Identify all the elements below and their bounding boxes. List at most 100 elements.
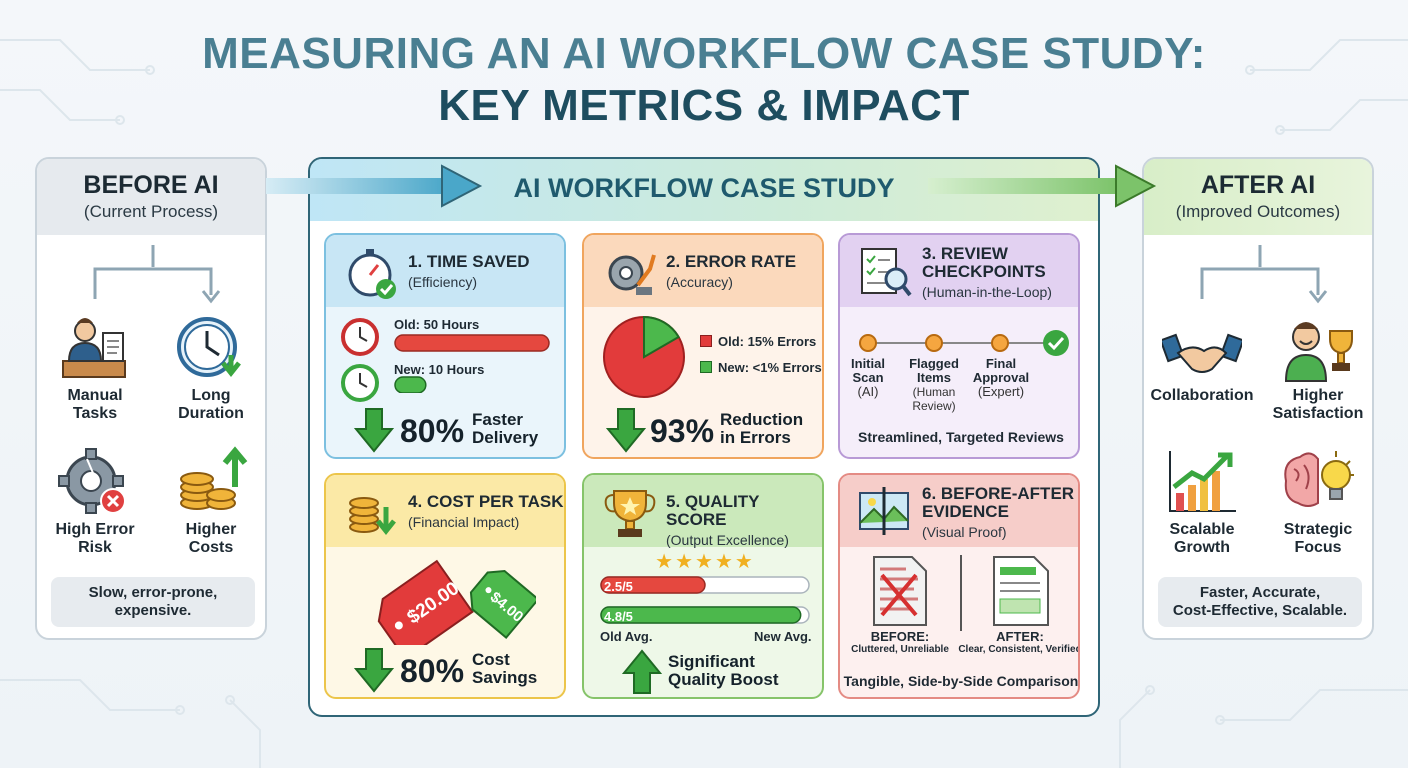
quality-old-score: 2.5/5 (604, 579, 633, 594)
before-item-label-3: High Error Risk (55, 521, 135, 556)
evidence-after-desc: Clear, Consistent, Verified (958, 644, 1080, 655)
quality-subtitle: (Output Excellence) (666, 532, 789, 548)
before-title: BEFORE AI (83, 171, 219, 199)
old-price-tag-icon: $20.00 (377, 559, 474, 645)
time-title: 1. TIME SAVED (408, 252, 530, 271)
quality-bars (600, 576, 810, 624)
card-quality-score: 5. QUALITY SCORE (Output Excellence) ★★★… (582, 473, 824, 699)
quality-old-bar (600, 576, 706, 594)
review-step-3: Final Approval (Expert) (968, 357, 1034, 399)
error-card-title: 2. ERROR RATE (Accuracy) (666, 253, 796, 291)
checklist-magnifier-icon (861, 248, 912, 297)
before-panel-header: BEFORE AI (Current Process) (37, 159, 265, 235)
strategic-focus-item: Strategic Focus (1260, 441, 1372, 557)
error-legend-new: New: <1% Errors (718, 360, 822, 375)
gear-robot-icon (608, 254, 656, 295)
time-bars (394, 334, 550, 393)
after-ai-panel: AFTER AI (Improved Outcomes) Collaborati… (1142, 157, 1374, 640)
error-title: 2. ERROR RATE (666, 252, 797, 271)
time-big-number: 80% (400, 413, 465, 449)
step-dot-3 (991, 334, 1009, 352)
cost-subtitle: (Financial Impact) (408, 514, 520, 530)
review-title: 3. REVIEW CHECKPOINTS (922, 244, 1046, 281)
time-new-label: New: 10 Hours (394, 362, 485, 377)
evidence-before-label: BEFORE: (870, 629, 930, 644)
growth-chart-icon (1169, 451, 1236, 512)
title-line-1: MEASURING AN AI WORKFLOW CASE STUDY: (202, 29, 1206, 78)
after-item-label-3: Scalable Growth (1169, 521, 1235, 556)
image-compare-icon (859, 487, 909, 535)
five-stars-icon: ★★★★★ (655, 551, 755, 573)
time-old-bar (394, 334, 550, 352)
time-subtitle: (Efficiency) (408, 274, 477, 290)
quality-new-label: New Avg. (754, 629, 812, 644)
step-dot-1 (859, 334, 877, 352)
time-card-title: 1. TIME SAVED (Efficiency) (408, 253, 530, 291)
card-error-rate: 2. ERROR RATE (Accuracy) Old: 15% Errors… (582, 233, 824, 459)
time-old-label: Old: 50 Hours (394, 317, 480, 332)
clock-icons (341, 318, 379, 402)
cost-card-title: 4. COST PER TASK (Financial Impact) (408, 493, 564, 531)
error-big-number: 93% (650, 413, 715, 449)
before-item-label-1: Manual Tasks (67, 387, 123, 422)
clean-document-icon (993, 556, 1049, 626)
case-study-title: AI WORKFLOW CASE STUDY (310, 159, 1098, 221)
cost-card-header: 4. COST PER TASK (Financial Impact) (326, 475, 564, 547)
coins-down-icon (349, 497, 396, 536)
step-1-name: Initial Scan (851, 356, 885, 385)
review-timeline (859, 330, 1069, 356)
price-tags: $20.00 $4.00 (377, 559, 536, 645)
time-big-text: Faster Delivery (472, 410, 539, 447)
trophy-icon (604, 490, 656, 537)
evidence-divider (960, 555, 962, 631)
coins-up-icon (180, 446, 248, 510)
quality-new-score: 4.8/5 (604, 609, 633, 624)
high-error-risk-item: High Error Risk (37, 441, 153, 557)
scalable-growth-item: Scalable Growth (1144, 441, 1260, 557)
person-trophy-icon (1284, 322, 1353, 382)
before-branch-arrows (93, 245, 221, 304)
review-subtitle: (Human-in-the-Loop) (922, 284, 1052, 300)
cost-big-text: Cost Savings (472, 650, 538, 687)
after-item-label-2: Higher Satisfaction (1272, 387, 1364, 422)
after-subtitle: (Improved Outcomes) (1175, 202, 1341, 221)
higher-satisfaction-item: Higher Satisfaction (1260, 307, 1372, 423)
evidence-footer: Tangible, Side-by-Side Comparison (843, 673, 1079, 689)
cluttered-document-icon (873, 556, 927, 626)
after-item-label-4: Strategic Focus (1283, 521, 1353, 556)
error-pie-chart (603, 315, 685, 398)
review-step-2: Flagged Items (Human Review) (904, 357, 964, 414)
quality-card-title: 5. QUALITY SCORE (Output Excellence) (666, 493, 822, 549)
quality-new-bar (600, 606, 802, 624)
error-legend-old: Old: 15% Errors (718, 334, 817, 349)
down-arrow-icon (354, 648, 394, 693)
evidence-after-label: AFTER: (996, 629, 1044, 644)
review-card-header: 3. REVIEW CHECKPOINTS (Human-in-the-Loop… (840, 235, 1078, 307)
card-before-after-evidence: 6. BEFORE-AFTER EVIDENCE (Visual Proof) … (838, 473, 1080, 699)
before-item-label-4: Higher Costs (185, 521, 237, 556)
cost-big-number: 80% (400, 653, 465, 689)
manual-tasks-item: Manual Tasks (37, 307, 153, 423)
long-duration-item: Long Duration (153, 307, 265, 423)
case-study-panel: AI WORKFLOW CASE STUDY 1. TIME SAVED (Ef… (308, 157, 1100, 717)
error-big-text: Reduction in Errors (720, 410, 804, 447)
check-circle-icon (1043, 330, 1069, 356)
evidence-subtitle: (Visual Proof) (922, 524, 1007, 540)
evidence-before-desc: Cluttered, Unreliable (851, 644, 949, 655)
up-arrow-icon (622, 649, 662, 694)
quality-big-text: Significant Quality Boost (668, 652, 779, 689)
step-1-note: (AI) (857, 384, 879, 399)
after-branch-arrows (1200, 245, 1328, 304)
brain-bulb-icon (1284, 451, 1354, 507)
handshake-icon (1162, 333, 1242, 373)
after-evidence-caption: AFTER: Clear, Consistent, Verified (958, 629, 1080, 655)
pie-slice-new (643, 315, 680, 359)
evidence-card-title: 6. BEFORE-AFTER EVIDENCE (Visual Proof) (922, 485, 1074, 541)
review-step-1: Initial Scan (AI) (842, 357, 894, 399)
card-time-saved: 1. TIME SAVED (Efficiency) Old: 50 Hours… (324, 233, 566, 459)
legend-old-swatch (700, 335, 712, 347)
error-card-header: 2. ERROR RATE (Accuracy) (584, 235, 822, 307)
after-panel-header: AFTER AI (Improved Outcomes) (1144, 159, 1372, 235)
clock-down-icon (177, 317, 241, 378)
quality-old-label: Old Avg. (600, 629, 653, 644)
